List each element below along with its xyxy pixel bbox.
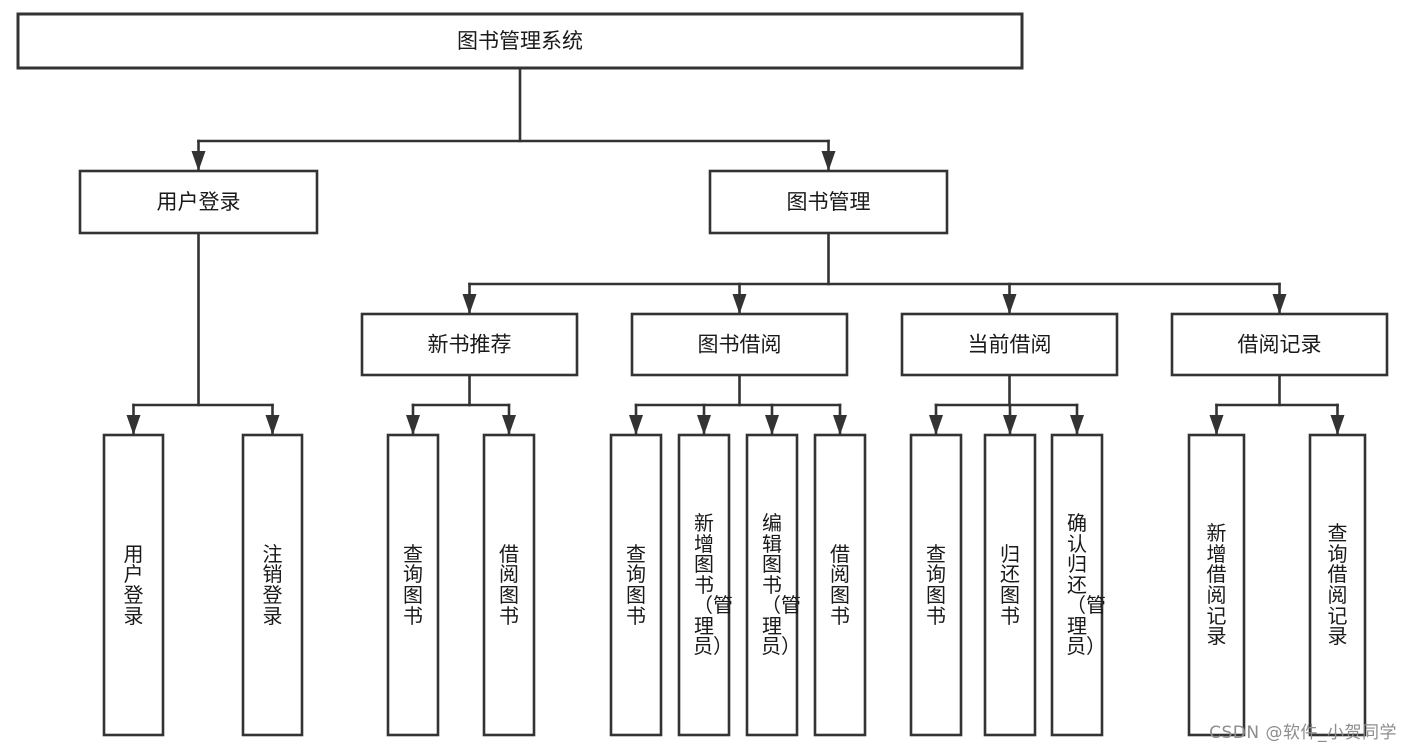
boxes-layer [16, 12, 1389, 737]
node-box-leaf-edit-book [745, 433, 799, 737]
edge-arrowhead [697, 415, 711, 435]
edge-arrowhead [406, 415, 420, 435]
edge-arrowhead [191, 151, 206, 171]
node-label-user-login: 用户登录 [157, 190, 241, 214]
node-box-book-borrow [630, 312, 849, 377]
edge-arrowhead [821, 151, 836, 171]
node-box-leaf-add-borrow-record [1187, 433, 1246, 737]
edge-arrowhead [1003, 415, 1017, 435]
edge-arrowhead [1272, 294, 1287, 314]
node-label-book-manage: 图书管理 [787, 190, 871, 214]
edge-arrowhead [1070, 415, 1084, 435]
edge-arrowhead [502, 415, 516, 435]
node-box-leaf-logout [241, 433, 304, 737]
node-box-current-borrow [900, 312, 1119, 377]
edge-arrowhead [462, 294, 477, 314]
edge-arrowhead [765, 415, 779, 435]
node-box-book-manage [708, 169, 949, 235]
node-box-borrow-record [1170, 312, 1389, 377]
node-box-leaf-query-book-current [909, 433, 963, 737]
node-label-book-borrow: 图书借阅 [698, 333, 782, 357]
node-box-leaf-query-book-recommend [386, 433, 440, 737]
node-box-leaf-query-borrow-record [1308, 433, 1367, 737]
csdn-watermark: CSDN @软件_小贺同学 [1209, 723, 1397, 743]
edge-arrowhead [629, 415, 643, 435]
edge-arrowhead [1209, 415, 1224, 435]
edges-layer [126, 66, 1345, 437]
node-label-root: 图书管理系统 [457, 29, 583, 53]
node-label-new-book-recommend: 新书推荐 [428, 333, 512, 357]
node-box-leaf-confirm-return [1050, 433, 1104, 737]
edge-arrowhead [833, 415, 847, 435]
edge-arrowhead [126, 415, 141, 435]
node-box-leaf-borrow-book [813, 433, 867, 737]
node-label-borrow-record: 借阅记录 [1238, 333, 1322, 357]
edge-arrowhead [265, 415, 280, 435]
node-box-leaf-add-book [677, 433, 731, 737]
node-box-leaf-borrow-book-recommend [482, 433, 536, 737]
node-box-leaf-return-book [983, 433, 1037, 737]
node-label-current-borrow: 当前借阅 [968, 333, 1052, 357]
node-box-root [16, 12, 1024, 70]
edge-arrowhead [732, 294, 747, 314]
node-box-leaf-user-login [102, 433, 165, 737]
edge-arrowhead [1330, 415, 1345, 435]
node-box-new-book-recommend [360, 312, 579, 377]
edge-arrowhead [1002, 294, 1017, 314]
node-box-user-login [78, 169, 319, 235]
edge-arrowhead [929, 415, 943, 435]
node-box-leaf-query-book-borrow [609, 433, 663, 737]
